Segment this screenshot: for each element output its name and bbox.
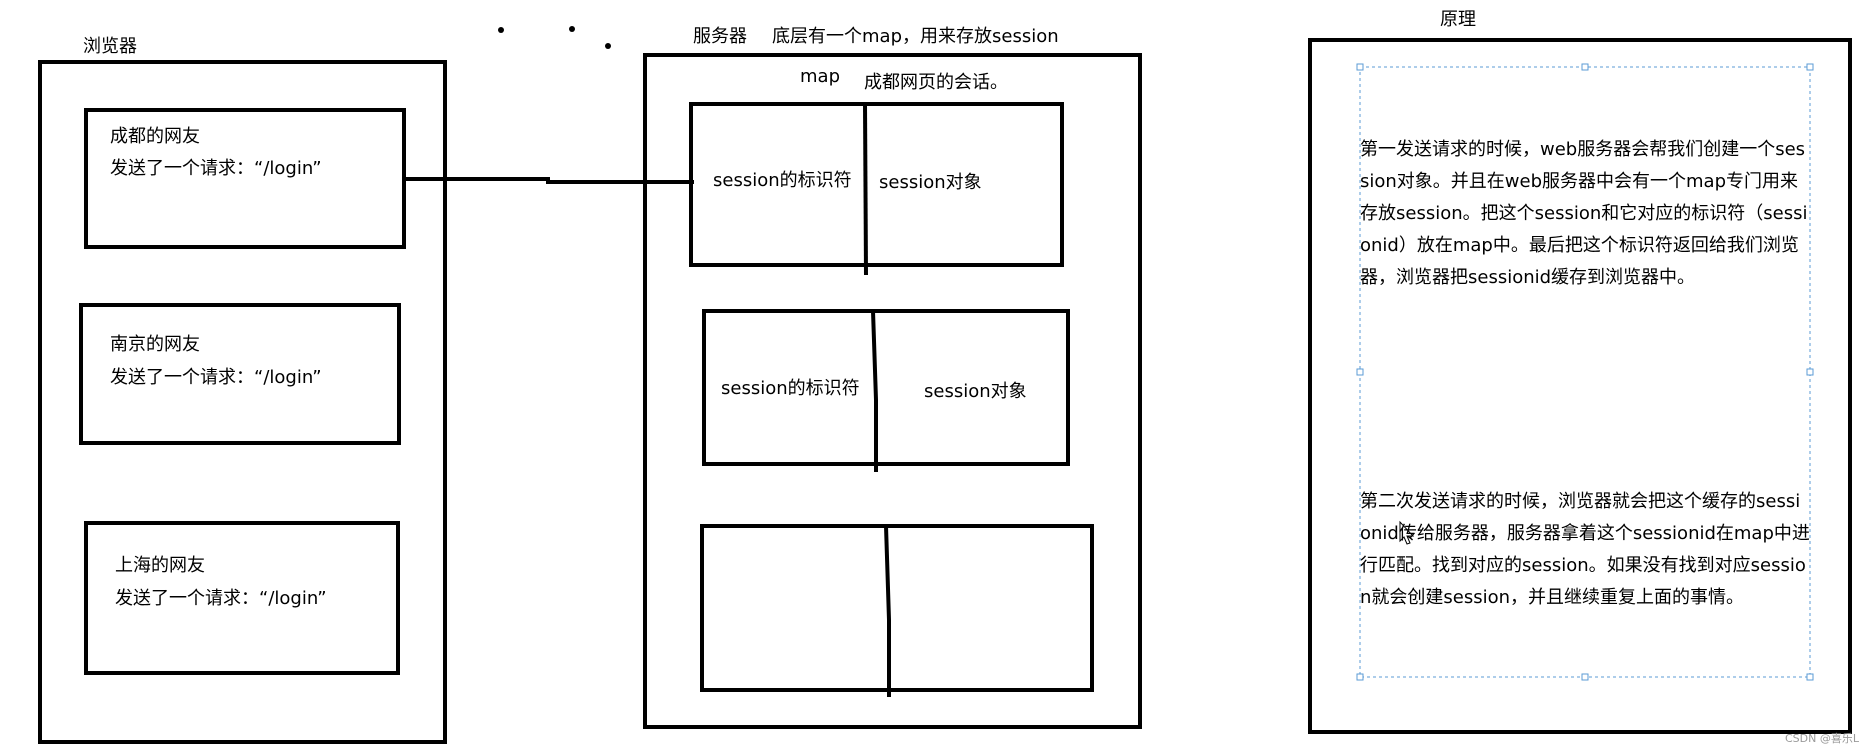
user-request-chengdu: 发送了一个请求：“/login” — [110, 158, 322, 179]
selection-handle[interactable] — [1356, 63, 1364, 71]
selection-handle[interactable] — [1581, 63, 1589, 71]
user-request-shanghai: 发送了一个请求：“/login” — [115, 588, 327, 609]
map-entry-1 — [689, 102, 1064, 267]
map-entry-3-divider — [884, 525, 891, 697]
selection-handle[interactable] — [1806, 673, 1814, 681]
map-entry-2-value: session对象 — [924, 381, 1027, 402]
map-entry-2 — [702, 309, 1070, 466]
server-title: 服务器 — [693, 26, 747, 47]
ellipsis-dot — [498, 27, 504, 33]
watermark: CSDN @喜乐L — [1785, 732, 1859, 745]
user-name-nanjing: 南京的网友 — [110, 334, 200, 355]
map-entry-2-key: session的标识符 — [721, 378, 860, 399]
server-box — [643, 53, 1142, 729]
map-entry-3 — [700, 524, 1094, 692]
user-box-nanjing — [79, 303, 401, 445]
user-request-nanjing: 发送了一个请求：“/login” — [110, 367, 322, 388]
server-subtitle: 底层有一个map，用来存放session — [772, 26, 1059, 47]
ellipsis-dot — [569, 26, 575, 32]
principle-paragraph-2: 第二次发送请求的时候，浏览器就会把这个缓存的sessionid传给服务器，服务器… — [1360, 491, 1810, 608]
paragraph-spacer — [1360, 358, 1810, 422]
principle-title: 原理 — [1440, 9, 1476, 30]
selection-handle[interactable] — [1356, 673, 1364, 681]
map-entry-2-divider — [871, 310, 878, 472]
session-note: 成都网页的会话。 — [864, 72, 1008, 93]
principle-box — [1308, 38, 1852, 734]
map-entry-1-divider — [863, 103, 868, 276]
principle-content: 第一发送请求的时候，web服务器会帮我们创建一个session对象。并且在web… — [1360, 70, 1810, 646]
browser-box — [38, 60, 447, 744]
selection-handle[interactable] — [1806, 63, 1814, 71]
principle-paragraph-1: 第一发送请求的时候，web服务器会帮我们创建一个session对象。并且在web… — [1360, 139, 1808, 288]
selection-handle[interactable] — [1806, 368, 1814, 376]
map-label: map — [800, 66, 840, 87]
selection-handle[interactable] — [1356, 368, 1364, 376]
selection-handle[interactable] — [1581, 673, 1589, 681]
user-name-shanghai: 上海的网友 — [115, 555, 205, 576]
mouse-cursor-icon — [1399, 520, 1415, 545]
request-connector-line — [404, 177, 694, 184]
browser-title: 浏览器 — [83, 36, 137, 57]
map-entry-1-value: session对象 — [879, 172, 982, 193]
user-name-chengdu: 成都的网友 — [110, 126, 200, 147]
user-box-shanghai — [84, 521, 400, 675]
map-entry-1-key: session的标识符 — [713, 170, 852, 191]
ellipsis-dot — [605, 43, 611, 49]
